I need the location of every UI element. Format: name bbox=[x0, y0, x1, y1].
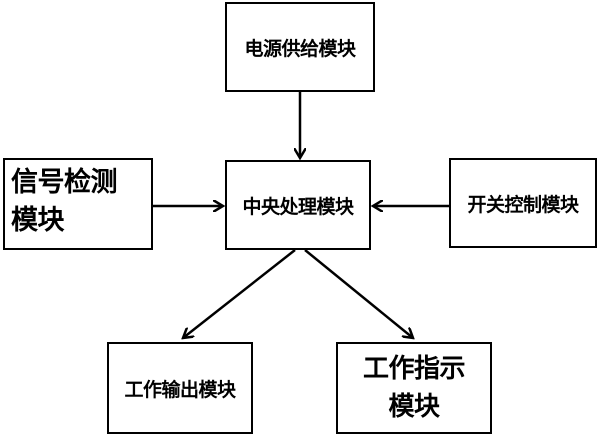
work-indicator-module-box: 工作指示 模块 bbox=[336, 342, 492, 434]
switch-control-module-box: 开关控制模块 bbox=[449, 158, 597, 248]
central-processing-module-box: 中央处理模块 bbox=[225, 160, 371, 250]
work-indicator-module-label-line1: 工作指示 bbox=[362, 354, 466, 384]
power-supply-module-box: 电源供给模块 bbox=[225, 2, 375, 92]
signal-detection-module-label-line2: 模块 bbox=[11, 205, 65, 236]
arrow-cpu-to-output bbox=[183, 249, 296, 338]
signal-detection-module-box: 信号检测 模块 bbox=[3, 158, 153, 250]
work-output-module-label: 工作输出模块 bbox=[124, 378, 236, 401]
arrow-cpu-to-indicator bbox=[304, 249, 413, 338]
work-output-module-box: 工作输出模块 bbox=[107, 342, 253, 434]
work-indicator-module-label-line2: 模块 bbox=[388, 392, 440, 422]
power-supply-module-label: 电源供给模块 bbox=[244, 37, 356, 60]
signal-detection-module-label-line1: 信号检测 bbox=[11, 167, 118, 198]
central-processing-module-label: 中央处理模块 bbox=[242, 195, 354, 218]
switch-control-module-label: 开关控制模块 bbox=[467, 193, 579, 216]
